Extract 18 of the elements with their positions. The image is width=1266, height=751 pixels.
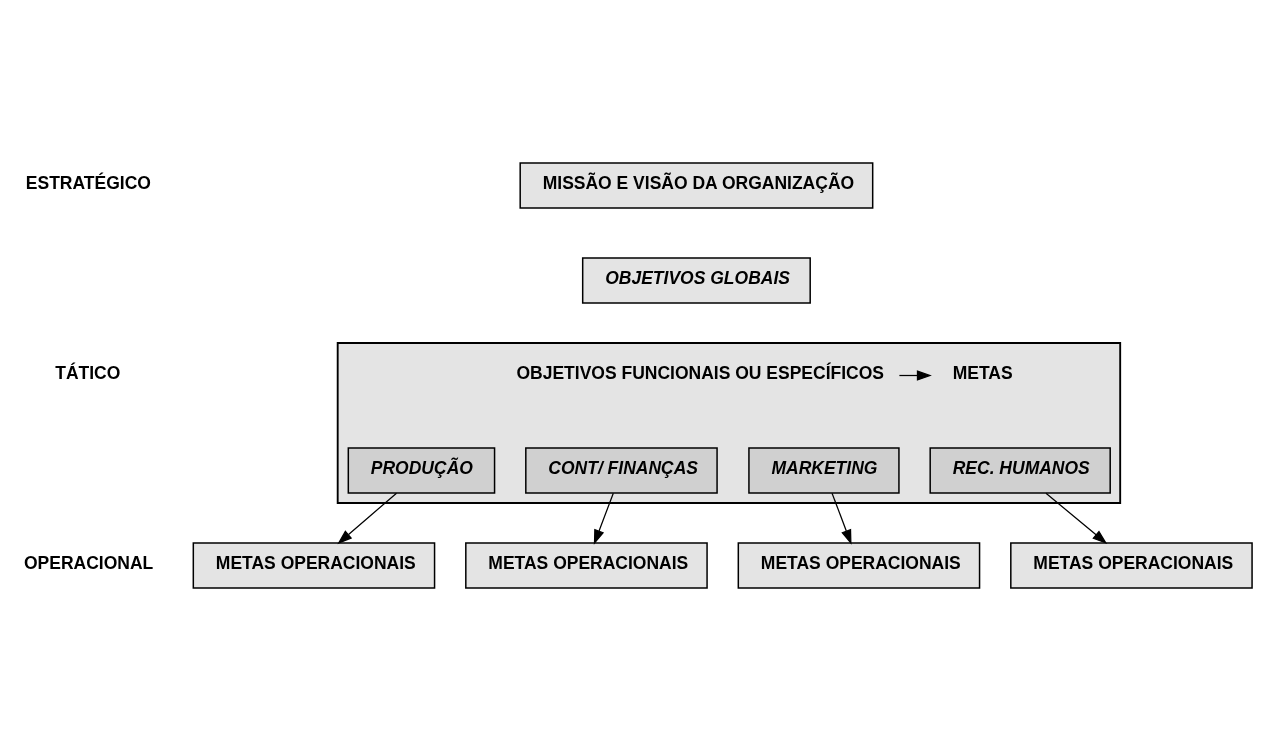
node-box: METAS OPERACIONAIS xyxy=(737,542,981,589)
node-box: MISSÃO E VISÃO DA ORGANIZAÇÃO xyxy=(519,162,874,209)
node-text: OBJETIVOS FUNCIONAIS OU ESPECÍFICOS xyxy=(516,362,884,383)
label: TÁTICO xyxy=(55,362,121,383)
node-box: METAS OPERACIONAIS xyxy=(192,542,436,589)
label: ESTRATÉGICO xyxy=(25,172,151,193)
node-box: CONT/ FINANÇAS xyxy=(525,447,718,494)
node-box: OBJETIVOS GLOBAIS xyxy=(581,257,811,304)
node-box: PRODUÇÃO xyxy=(347,447,496,494)
node-box: METAS OPERACIONAIS xyxy=(1010,542,1253,589)
node-box: METAS OPERACIONAIS xyxy=(465,542,708,589)
arrow xyxy=(337,492,398,545)
node-box: MARKETING xyxy=(748,447,900,494)
node-box: REC. HUMANOS xyxy=(929,447,1111,494)
arrow xyxy=(1045,492,1108,545)
label: OPERACIONAL xyxy=(23,552,154,573)
node-text: METAS xyxy=(952,362,1013,383)
cluster xyxy=(336,342,1122,504)
